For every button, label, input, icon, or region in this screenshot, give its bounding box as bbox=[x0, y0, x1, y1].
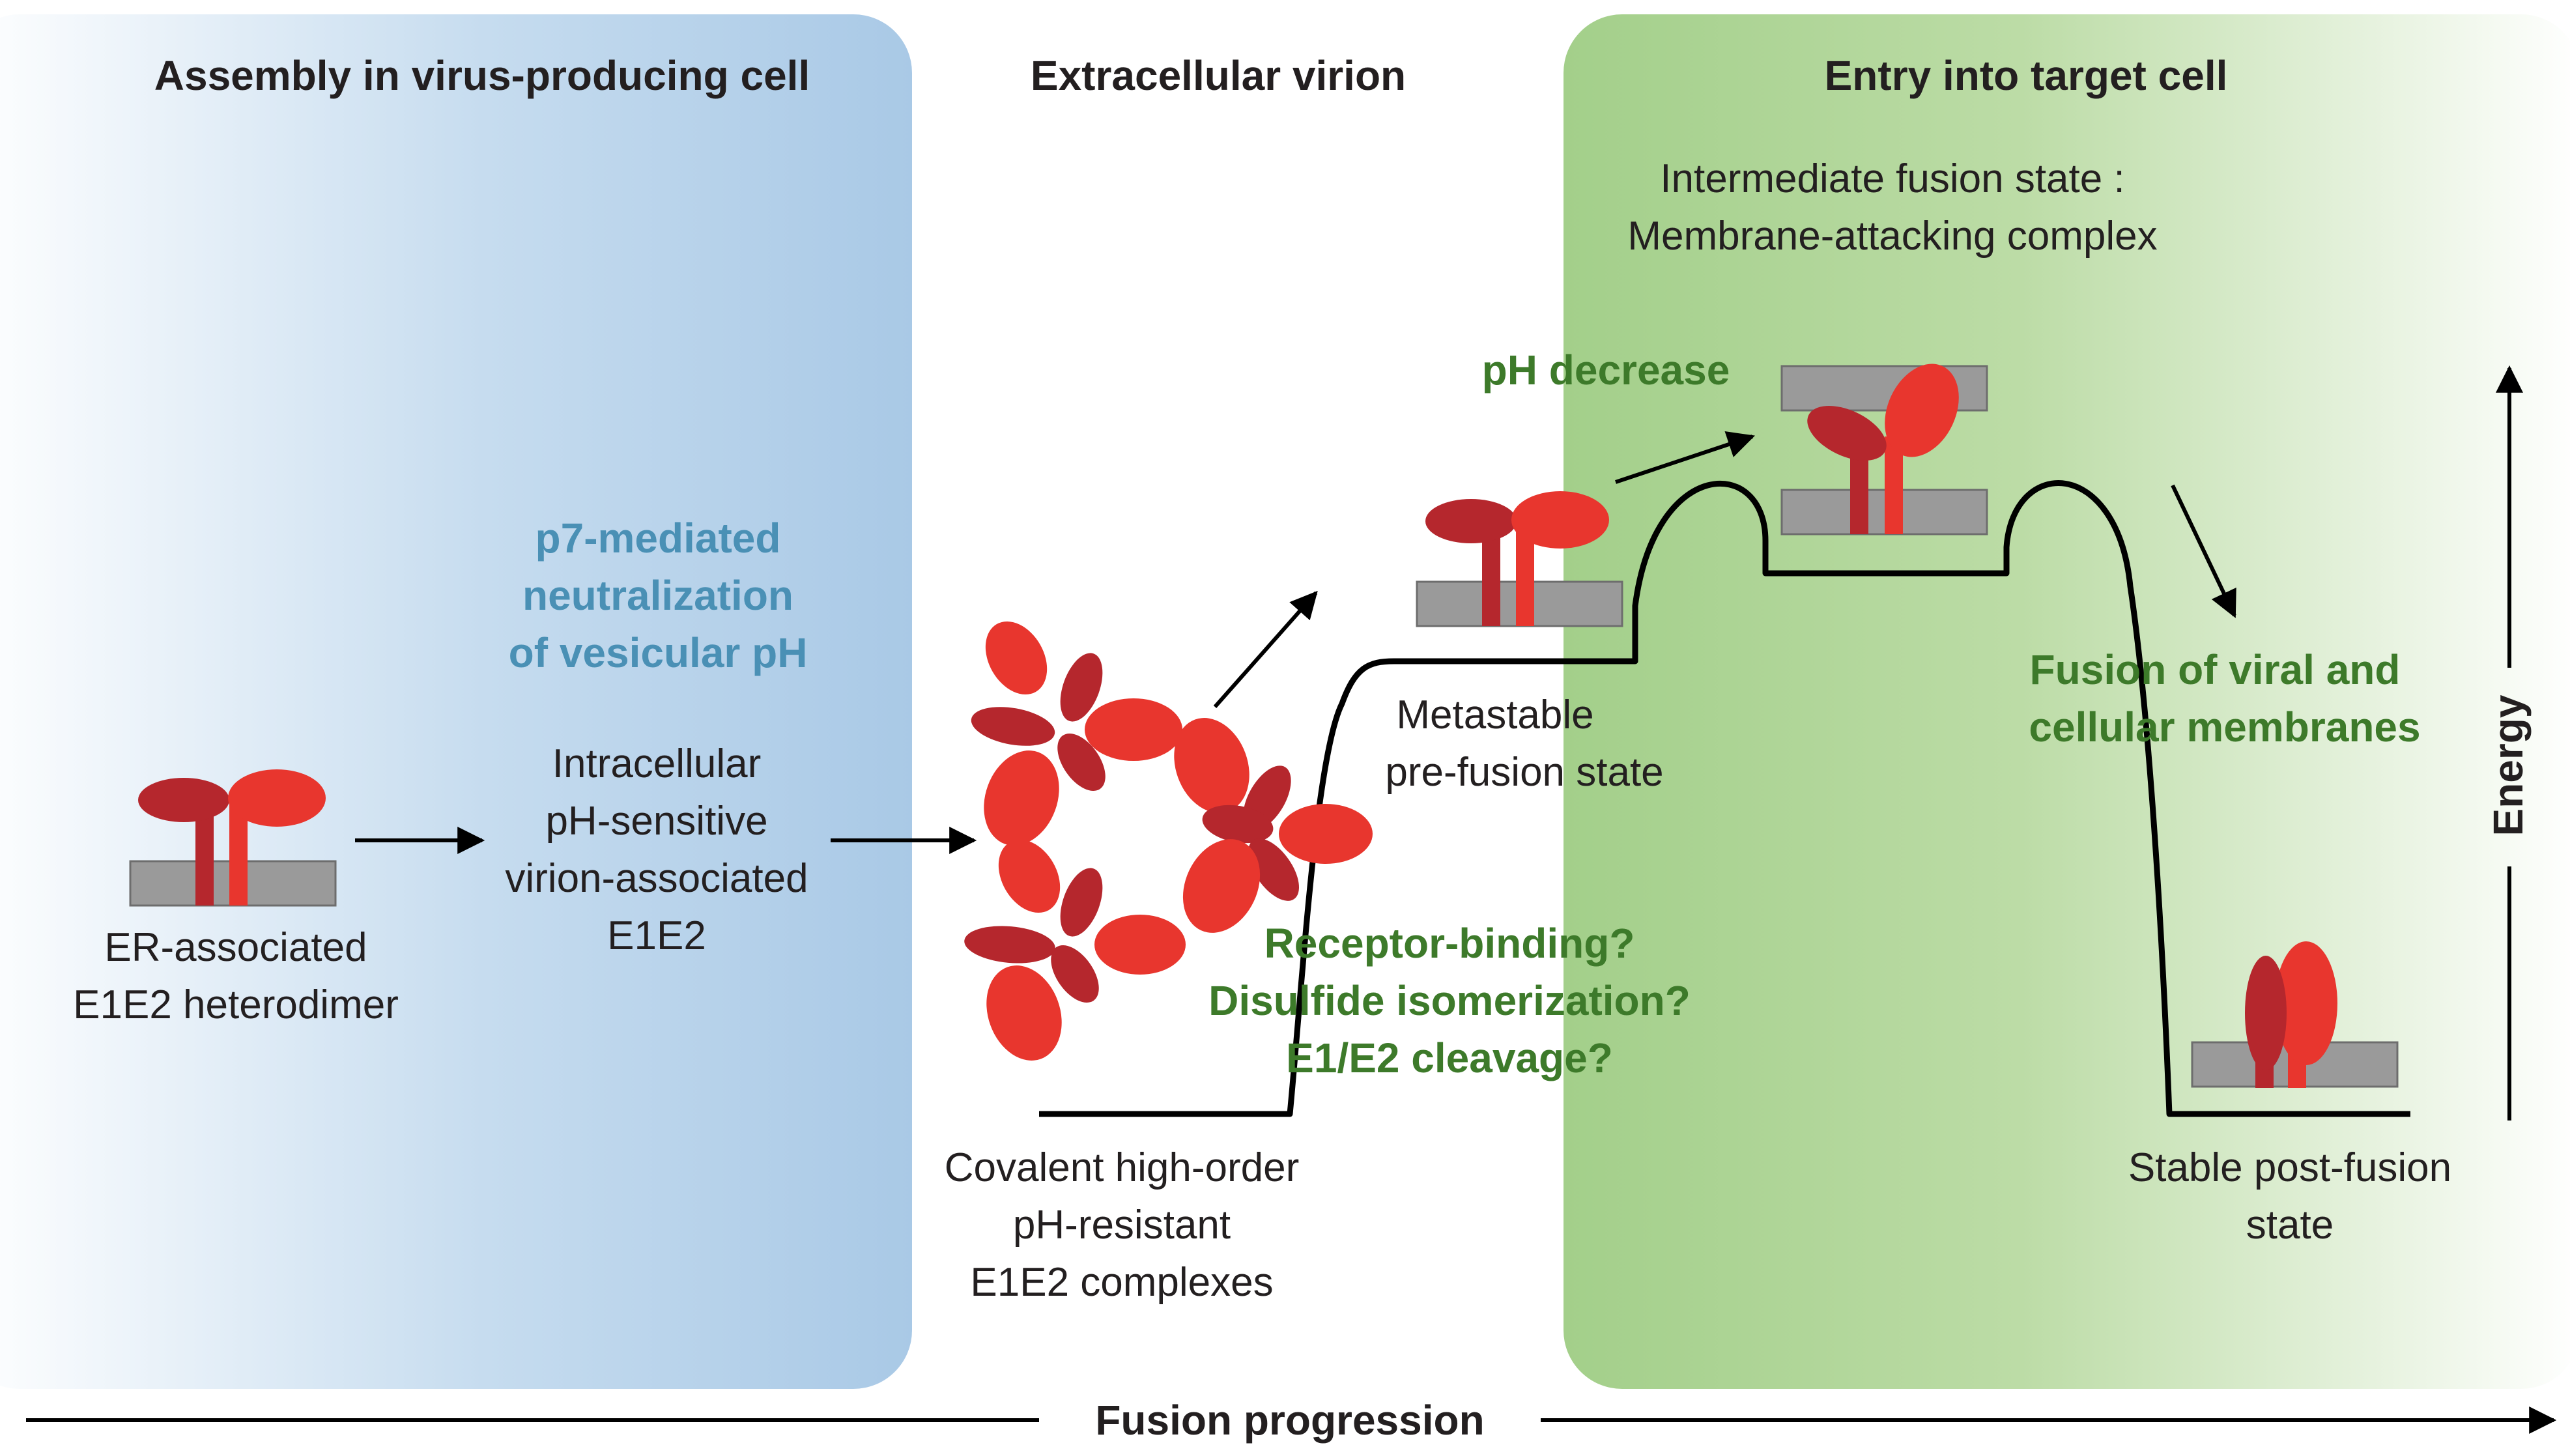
trigger-annotation: Receptor-binding? Disulfide isomerizatio… bbox=[1208, 920, 1691, 1081]
svg-text:E1E2: E1E2 bbox=[607, 913, 706, 958]
svg-text:Covalent high-order: Covalent high-order bbox=[945, 1145, 1300, 1190]
assembly-panel-title: Assembly in virus-producing cell bbox=[154, 52, 810, 99]
svg-text:Intracellular: Intracellular bbox=[552, 741, 761, 786]
svg-text:state: state bbox=[2246, 1203, 2334, 1248]
svg-text:ER-associated: ER-associated bbox=[104, 925, 367, 970]
covalent-complex-ring bbox=[964, 621, 1373, 1061]
arrow-covalent-to-metastable bbox=[1213, 590, 1318, 708]
energy-axis-label: Energy bbox=[2485, 694, 2532, 836]
svg-text:pre-fusion state: pre-fusion state bbox=[1385, 750, 1663, 795]
svg-text:Metastable: Metastable bbox=[1396, 692, 1593, 737]
svg-text:cellular membranes: cellular membranes bbox=[2029, 704, 2420, 750]
intermediate-protein bbox=[1780, 364, 1988, 535]
ph-decrease-annotation: pH decrease bbox=[1482, 347, 1730, 393]
svg-text:neutralization: neutralization bbox=[522, 572, 793, 619]
metastable-protein bbox=[1416, 491, 1623, 627]
svg-text:Stable post-fusion: Stable post-fusion bbox=[2128, 1145, 2451, 1190]
progression-axis-label: Fusion progression bbox=[1095, 1397, 1484, 1444]
entry-panel-title: Entry into target cell bbox=[1825, 52, 2228, 99]
postfusion-protein bbox=[2191, 941, 2399, 1088]
energy-curve bbox=[1039, 480, 2410, 1117]
svg-text:pH-resistant: pH-resistant bbox=[1013, 1203, 1231, 1248]
covalent-label: Covalent high-order pH-resistant E1E2 co… bbox=[945, 1145, 1300, 1305]
extracellular-panel-title: Extracellular virion bbox=[1031, 52, 1406, 99]
intracellular-label: Intracellular pH-sensitive virion-associ… bbox=[505, 741, 808, 958]
svg-text:virion-associated: virion-associated bbox=[505, 856, 808, 901]
svg-text:E1E2 heterodimer: E1E2 heterodimer bbox=[73, 982, 399, 1027]
svg-text:p7-mediated: p7-mediated bbox=[535, 515, 781, 562]
er-e1e2-protein bbox=[129, 769, 337, 907]
svg-text:of vesicular pH: of vesicular pH bbox=[509, 629, 808, 676]
svg-text:Disulfide isomerization?: Disulfide isomerization? bbox=[1208, 977, 1691, 1024]
postfusion-label: Stable post-fusion state bbox=[2128, 1145, 2451, 1248]
svg-text:Receptor-binding?: Receptor-binding? bbox=[1264, 920, 1635, 967]
metastable-label: Metastable pre-fusion state bbox=[1385, 692, 1663, 795]
arrow-intermediate-to-postfusion bbox=[2171, 484, 2236, 618]
svg-text:Membrane-attacking complex: Membrane-attacking complex bbox=[1627, 214, 2157, 259]
arrow-metastable-to-intermediate bbox=[1615, 431, 1755, 484]
svg-text:pH-sensitive: pH-sensitive bbox=[545, 799, 767, 844]
fusion-annotation: Fusion of viral and cellular membranes bbox=[2029, 646, 2420, 750]
er-label: ER-associated E1E2 heterodimer bbox=[73, 925, 399, 1027]
p7-annotation: p7-mediated neutralization of vesicular … bbox=[509, 515, 808, 676]
svg-text:E1/E2 cleavage?: E1/E2 cleavage? bbox=[1286, 1035, 1613, 1081]
assembly-panel bbox=[0, 14, 912, 1389]
svg-text:Fusion of viral and: Fusion of viral and bbox=[2030, 646, 2401, 693]
intermediate-label: Intermediate fusion state : Membrane-att… bbox=[1627, 156, 2157, 259]
svg-text:Intermediate fusion state :: Intermediate fusion state : bbox=[1660, 156, 2124, 201]
svg-text:E1E2 complexes: E1E2 complexes bbox=[970, 1260, 1273, 1305]
